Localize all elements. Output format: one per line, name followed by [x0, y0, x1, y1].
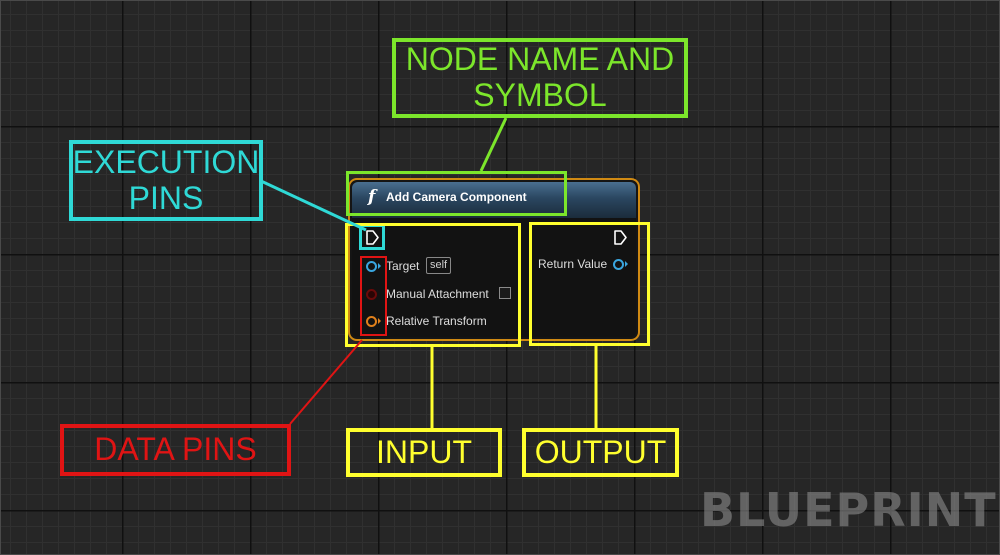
relative-transform-label: Relative Transform [386, 314, 487, 328]
blueprint-watermark: BLUEPRINT [700, 483, 997, 537]
exec-pin-icon [366, 230, 379, 245]
relative-transform-pin-arrow-icon [378, 318, 381, 324]
node-name-label: NODE NAME AND SYMBOL [392, 38, 688, 118]
return-value-pin[interactable] [613, 259, 624, 270]
node-header[interactable]: f Add Camera Component [352, 182, 636, 218]
input-label-text: INPUT [376, 433, 472, 470]
data-pins-label-text: DATA PINS [94, 431, 257, 468]
function-icon: f [368, 187, 376, 207]
node-name-label-text: NODE NAME AND SYMBOL [405, 41, 675, 113]
execution-pins-label-text: EXECUTION PINS [72, 143, 260, 216]
return-value-pin-arrow-icon [625, 261, 628, 267]
exec-pin-icon [614, 230, 627, 245]
output-label-text: OUTPUT [534, 433, 667, 470]
target-pin[interactable] [366, 261, 377, 272]
self-badge: self [426, 257, 452, 274]
relative-transform-pin[interactable] [366, 316, 377, 327]
exec-input-pin[interactable] [365, 229, 381, 246]
data-pins-label: DATA PINS [60, 424, 291, 476]
input-label: INPUT [346, 428, 502, 477]
node-title: Add Camera Component [386, 190, 527, 204]
exec-output-pin[interactable] [613, 229, 629, 246]
node-name-leader [479, 117, 508, 172]
manual-attachment-pin[interactable] [366, 289, 377, 300]
return-value-label: Return Value [538, 257, 608, 271]
manual-attachment-checkbox[interactable] [499, 287, 511, 299]
target-label: Target [386, 259, 420, 273]
blueprint-node[interactable]: f Add Camera Component [348, 178, 640, 341]
data-pins-leader [289, 339, 363, 425]
manual-attachment-label: Manual Attachment [386, 287, 489, 301]
target-pin-arrow-icon [378, 263, 381, 269]
output-label: OUTPUT [522, 428, 679, 477]
node-body [352, 218, 636, 337]
execution-pins-label: EXECUTION PINS [69, 140, 263, 221]
